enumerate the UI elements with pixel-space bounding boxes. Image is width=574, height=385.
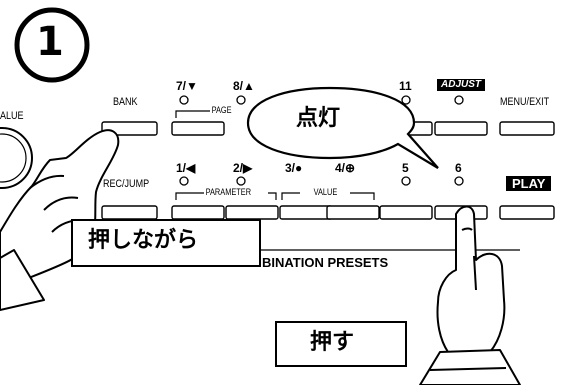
button-1 <box>171 205 225 220</box>
left-hand-illustration <box>0 129 120 311</box>
adjust-label: ADJUST <box>437 79 486 91</box>
right-hand-illustration <box>419 205 521 385</box>
number-5-label: 5 <box>402 161 409 175</box>
led-5 <box>401 176 411 186</box>
number-4-label: 4/⊕ <box>335 161 356 175</box>
led-8 <box>236 95 246 105</box>
led-adjust <box>454 95 464 105</box>
light-on-text: 点灯 <box>296 106 341 131</box>
rec-jump-button <box>101 205 158 220</box>
led-11 <box>401 95 411 105</box>
step-badge-circle <box>14 7 90 83</box>
rec-jump-label: REC/JUMP <box>103 178 150 190</box>
led-7 <box>179 95 189 105</box>
led-2 <box>236 176 246 186</box>
hold-down-box <box>71 219 261 267</box>
combination-presets-label: BINATION PRESETS <box>262 255 389 270</box>
button-2 <box>225 205 279 220</box>
number-8-label: 8/▲ <box>233 79 255 93</box>
button-3 <box>279 205 333 220</box>
number-1-label: 1/◀ <box>176 161 196 175</box>
play-button <box>499 205 555 220</box>
menu-exit-button <box>499 121 555 136</box>
button-7 <box>171 121 225 136</box>
value-group-label: VALUE <box>312 187 339 197</box>
led-1 <box>179 176 189 186</box>
group-brackets <box>175 110 375 200</box>
number-11-label: 11 <box>399 79 412 93</box>
button-4 <box>326 205 380 220</box>
button-12 <box>434 121 488 136</box>
menu-exit-label: MENU/EXIT <box>500 96 550 108</box>
leds-bottom <box>179 176 464 186</box>
number-7-label: 7/▼ <box>176 79 198 93</box>
leds-top <box>179 95 464 105</box>
number-3-label: 3/● <box>285 161 303 175</box>
value-knob <box>0 127 33 189</box>
button-5 <box>379 205 433 220</box>
press-text: 押す <box>310 330 355 355</box>
buttons-bottom <box>101 205 555 220</box>
number-2-label: 2/▶ <box>233 161 253 175</box>
value-knob-label: ALUE <box>0 110 24 122</box>
parameter-group-label: PARAMETER <box>204 187 253 197</box>
bank-button <box>101 121 158 136</box>
step-number: 1 <box>36 19 64 65</box>
play-label: PLAY <box>506 176 552 191</box>
hold-down-text: 押しながら <box>88 228 199 253</box>
page-group-label: PAGE <box>210 105 234 115</box>
number-6-label: 6 <box>455 161 462 175</box>
press-box <box>275 321 407 367</box>
light-on-bubble <box>246 86 439 169</box>
led-6 <box>454 176 464 186</box>
bank-label: BANK <box>113 96 138 108</box>
